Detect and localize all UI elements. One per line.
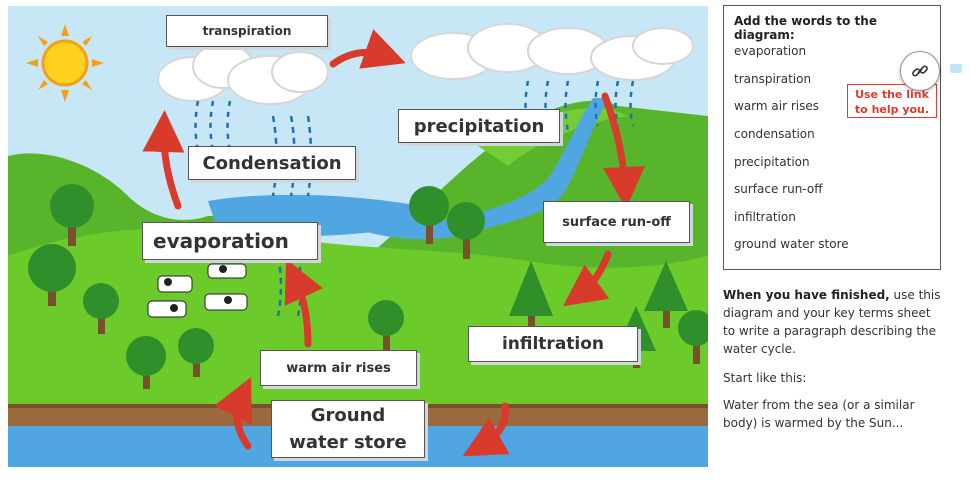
label-ground-line1: Ground — [310, 405, 386, 426]
link-callout: Use the link to help you. — [847, 84, 937, 118]
label-ground-line2: water store — [289, 432, 407, 453]
word-ground-water-store: ground water store — [734, 237, 849, 251]
arrow-groundwater-up — [213, 377, 252, 450]
sun-icon — [26, 24, 104, 102]
river — [329, 98, 608, 240]
label-infiltration: infiltration — [468, 326, 638, 362]
arrow-to-groundwater — [462, 402, 510, 457]
arrow-evaporation-up — [142, 110, 185, 210]
word-bank-title: Add the words to the diagram: — [734, 14, 877, 42]
cycle-arrows — [142, 29, 645, 457]
word-evaporation: evaporation — [734, 44, 807, 58]
link-icon — [912, 65, 928, 77]
link-button[interactable] — [900, 51, 940, 91]
label-precipitation: precipitation — [398, 109, 560, 143]
word-transpiration: transpiration — [734, 72, 812, 86]
example-sentence: Water from the sea (or a similar body) i… — [723, 398, 915, 430]
label-surface-run-off: surface run-off — [543, 201, 690, 243]
word-precipitation: precipitation — [734, 155, 810, 169]
word-surface-run-off: surface run-off — [734, 182, 823, 196]
start-prompt: Start like this: — [723, 371, 807, 385]
instructions-rest: use this diagram and your key terms shee… — [723, 288, 941, 356]
cloud-right — [410, 23, 694, 81]
label-transpiration: transpiration — [166, 15, 328, 47]
label-evaporation: evaporation — [142, 222, 318, 260]
instructions-lead: When you have finished, — [723, 288, 890, 302]
link-indicator — [950, 64, 962, 73]
cows — [147, 263, 248, 318]
word-infiltration: infiltration — [734, 210, 796, 224]
arrow-rain-down — [601, 92, 645, 209]
word-bank-panel: Add the words to the diagram: evaporatio… — [723, 5, 941, 270]
water-cycle-diagram: transpiration precipitation Condensation… — [8, 6, 708, 467]
arrow-cloud-to-cloud — [329, 29, 406, 69]
trees — [28, 184, 708, 389]
arrow-runoff-down — [562, 250, 612, 307]
label-warm-air-rises: warm air rises — [260, 350, 417, 386]
label-ground-water-store: Ground water store — [271, 400, 425, 458]
label-condensation: Condensation — [188, 146, 356, 180]
arrow-warm-air-up — [284, 258, 323, 348]
word-warm-air-rises: warm air rises — [734, 99, 819, 113]
instructions-paragraph: When you have finished, use this diagram… — [723, 286, 945, 358]
cloud-left — [157, 43, 329, 105]
word-condensation: condensation — [734, 127, 815, 141]
